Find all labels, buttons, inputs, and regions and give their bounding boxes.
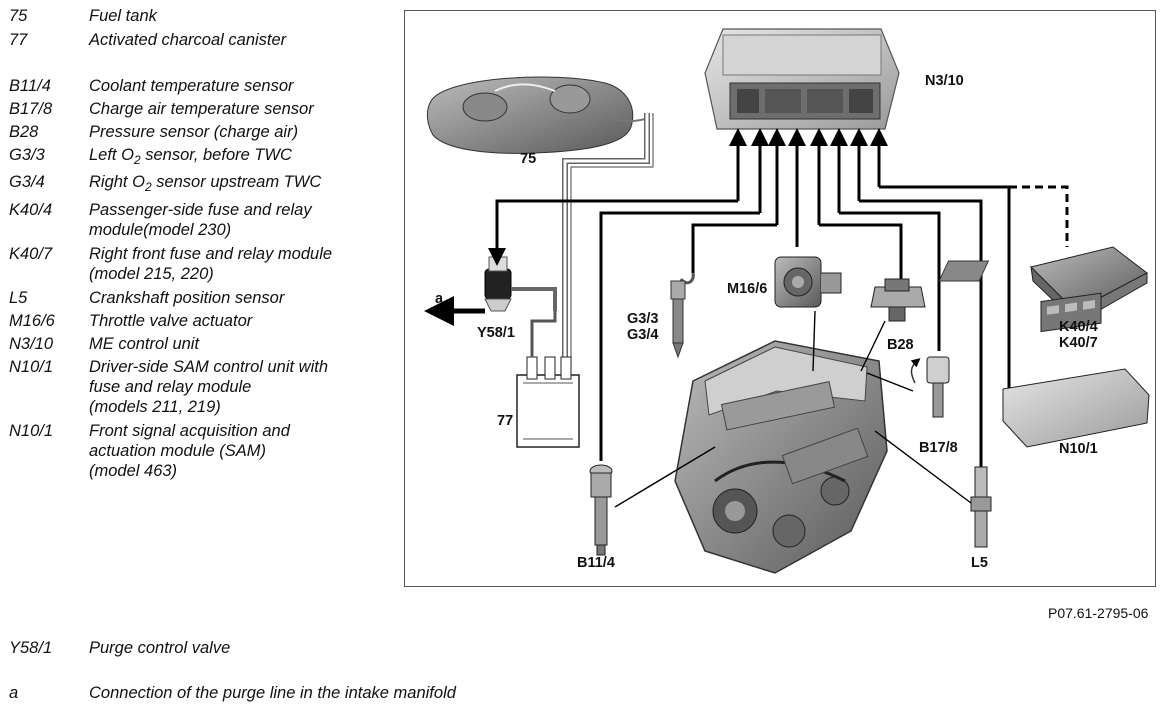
legend-desc: actuation module (SAM): [89, 442, 266, 460]
legend-code: G3/4: [9, 173, 45, 191]
sam-module-n10-1: [1002, 292, 1150, 448]
label-b11-4: B11/4: [577, 555, 615, 571]
legend-desc: Driver-side SAM control unit with: [89, 358, 329, 376]
label-75: 75: [520, 151, 536, 167]
legend-desc: Pressure sensor (charge air): [89, 123, 299, 141]
purge-line: [562, 113, 654, 361]
legend-code: M16/6: [9, 312, 55, 330]
label-77: 77: [497, 413, 513, 429]
legend-desc: Fuel tank: [89, 7, 157, 25]
crankshaft-sensor-l5: [970, 466, 992, 548]
legend-code: B17/8: [9, 100, 53, 118]
legend-desc: Left O2 sensor, before TWC: [89, 146, 292, 167]
legend-code: K40/4: [9, 201, 53, 219]
legend-desc: (models 211, 219): [89, 398, 221, 416]
legend-code: N10/1: [9, 422, 54, 440]
legend-desc: Coolant temperature sensor: [89, 77, 294, 95]
figure-frame: N3/10 75 77 Y58/1 a G3/3 G3/4 M16/6 B28 …: [404, 10, 1156, 587]
legend-code: B11/4: [9, 77, 51, 95]
legend-desc: Purge control valve: [89, 639, 231, 657]
legend-code: G3/3: [9, 146, 45, 164]
fuel-tank-75: [426, 76, 646, 154]
purge-valve-y58-1: [424, 256, 557, 326]
legend-code: a: [9, 684, 19, 702]
label-b28: B28: [887, 337, 914, 353]
legend-code: Y58/1: [9, 639, 53, 657]
label-g3-4: G3/4: [627, 327, 658, 343]
legend-desc: Passenger-side fuse and relay: [89, 201, 312, 219]
legend-desc: Activated charcoal canister: [89, 31, 287, 49]
legend-code: 75: [9, 7, 28, 25]
legend-desc: Right front fuse and relay module: [89, 245, 333, 263]
pointer-lines: [614, 310, 972, 508]
label-k40-4: K40/4: [1059, 319, 1098, 335]
legend-desc: ME control unit: [89, 335, 200, 353]
legend-code: 77: [9, 31, 28, 49]
charge-air-temp-sensor-b17-8: [910, 356, 950, 418]
label-b17-8: B17/8: [919, 440, 958, 456]
legend-code: B28: [9, 123, 39, 141]
pressure-sensor-b28: [870, 278, 926, 322]
legend-desc: Throttle valve actuator: [89, 312, 253, 330]
legend-desc: Charge air temperature sensor: [89, 100, 314, 118]
legend-code: N10/1: [9, 358, 54, 376]
throttle-actuator-m16-6: [774, 256, 842, 308]
label-l5: L5: [971, 555, 988, 571]
label-g3-3: G3/3: [627, 311, 658, 327]
coolant-temp-sensor-b11-4: [589, 464, 613, 556]
wiring: [488, 128, 1069, 467]
component-diagram: N3/10 75 77 Y58/1 a G3/3 G3/4 M16/6 B28 …: [424, 28, 1150, 574]
legend-desc: module(model 230): [89, 221, 232, 239]
ecu-n3-10: [704, 28, 900, 130]
label-n10-1: N10/1: [1059, 441, 1098, 457]
label-n3-10: N3/10: [925, 73, 964, 89]
label-m16-6: M16/6: [727, 281, 767, 297]
legend-desc: Crankshaft position sensor: [89, 289, 285, 307]
engine: [674, 340, 888, 574]
label-a: a: [435, 291, 444, 307]
legend-desc: Front signal acquisition and: [89, 422, 290, 440]
legend-desc: (model 215, 220): [89, 265, 214, 283]
legend-desc: fuse and relay module: [89, 378, 252, 396]
label-y58-1: Y58/1: [477, 325, 515, 341]
legend-code: N3/10: [9, 335, 54, 353]
legend-code: L5: [9, 289, 28, 307]
figure-reference: P07.61-2795-06: [1048, 605, 1149, 621]
label-k40-7: K40/7: [1059, 335, 1098, 351]
canister-77: [516, 311, 580, 448]
legend-desc: (model 463): [89, 462, 178, 480]
legend-desc: Connection of the purge line in the inta…: [89, 684, 456, 702]
o2-sensor-g3: [670, 272, 695, 359]
legend-code: K40/7: [9, 245, 53, 263]
legend-desc: Right O2 sensor upstream TWC: [89, 173, 322, 194]
